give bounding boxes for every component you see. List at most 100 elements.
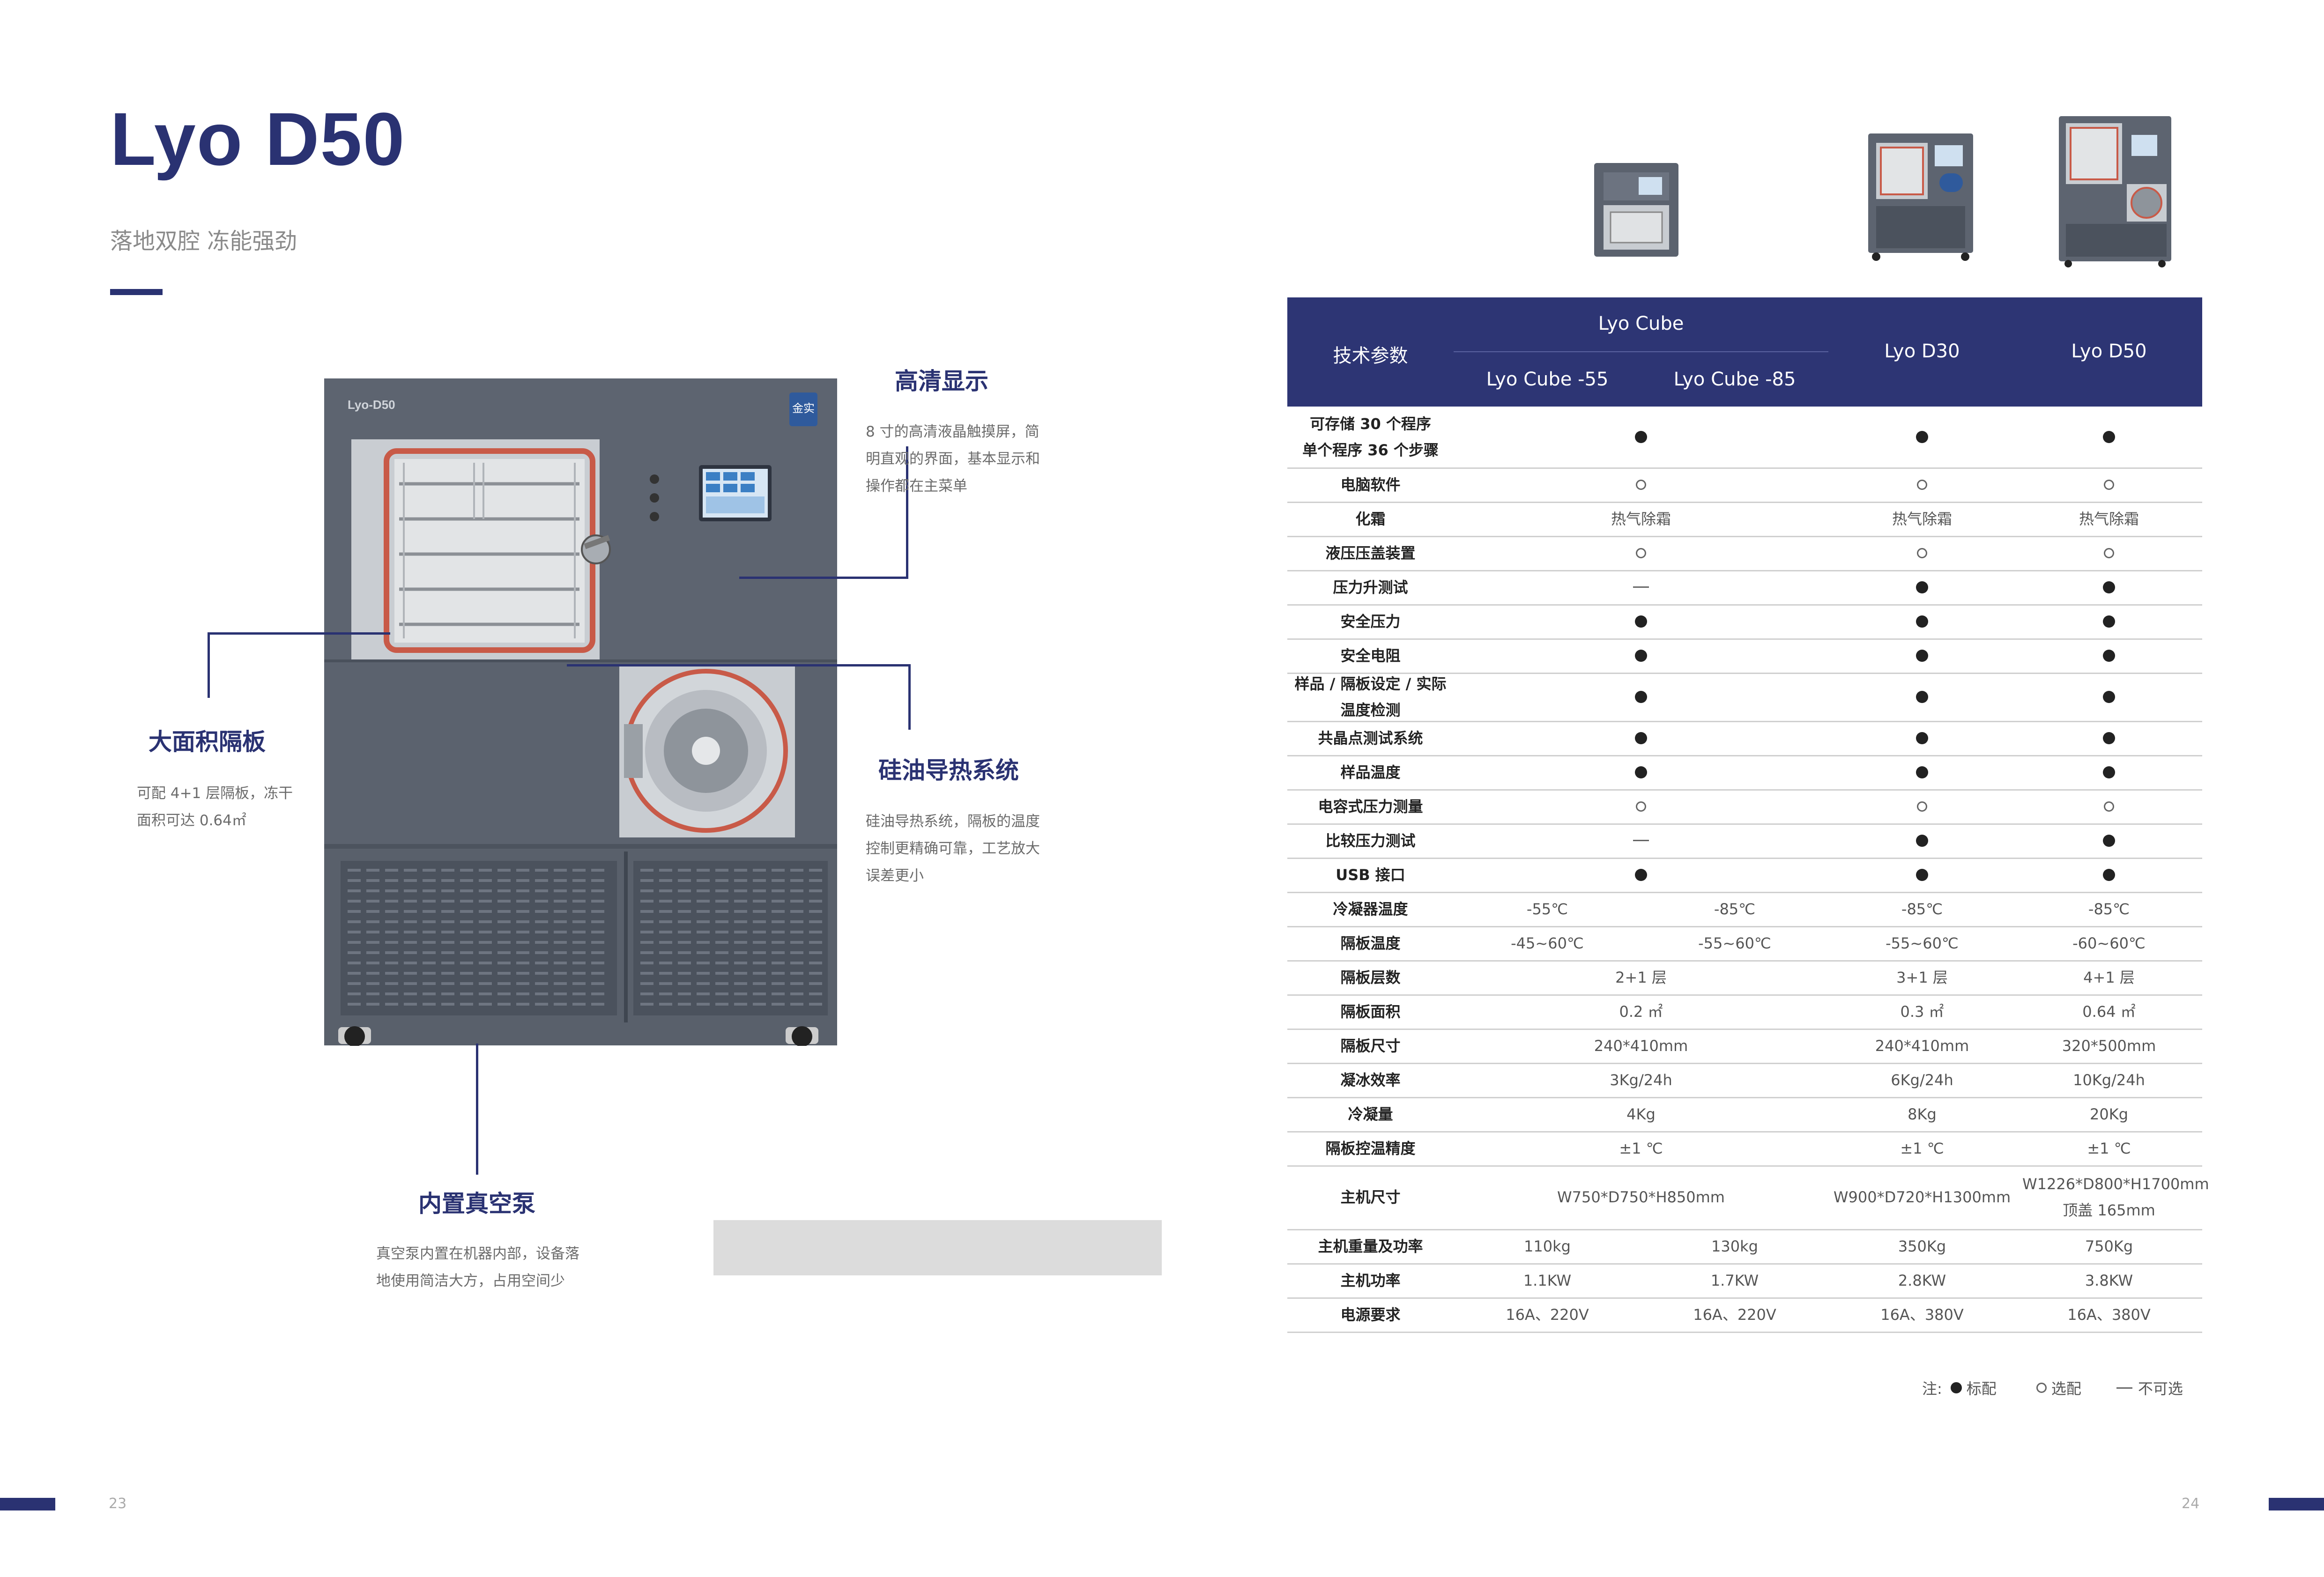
spec-row: 隔板控温精度±1 ℃±1 ℃±1 ℃ (1287, 1131, 2202, 1167)
spec-row: 安全压力 (1287, 604, 2202, 640)
spec-value-text: 16A、380V (1880, 1305, 1964, 1324)
spec-value-cube (1454, 823, 1828, 858)
spec-value-text: W1226*D800*H1700mm 顶盖 165mm (2022, 1175, 2209, 1219)
spec-row: 安全电阻 (1287, 638, 2202, 674)
standard-dot-icon (1635, 690, 1647, 703)
spec-value-d30 (1828, 467, 2016, 502)
standard-dot-icon (1916, 732, 1928, 744)
optional-circle-icon (1917, 801, 1927, 812)
spec-label-line: 冷凝量 (1348, 1105, 1393, 1123)
spec-label: USB 接口 (1287, 858, 1454, 892)
spec-row: 化霜热气除霜热气除霜热气除霜 (1287, 502, 2202, 537)
spec-value-c55: -55℃ (1454, 892, 1641, 926)
spec-label-line: 单个程序 36 个步骤 (1302, 441, 1439, 459)
spec-value-text: 16A、220V (1693, 1305, 1776, 1324)
optional-circle-icon (2104, 801, 2114, 812)
spec-value-d30: ±1 ℃ (1828, 1131, 2016, 1165)
title-underline (110, 289, 163, 295)
spec-value-text: -85℃ (1714, 900, 1756, 918)
spec-value-d50 (2016, 536, 2202, 570)
spec-label-line: 冷凝器温度 (1333, 900, 1408, 918)
spec-value-text: 6Kg/24h (1891, 1071, 1953, 1089)
spec-label: 可存储 30 个程序单个程序 36 个步骤 (1287, 407, 1454, 467)
spec-value-cube (1454, 536, 1828, 570)
spec-value-text: 2.8KW (1898, 1271, 1946, 1289)
spec-label: 比较压力测试 (1287, 823, 1454, 858)
spec-label-line: 主机重量及功率 (1318, 1237, 1423, 1255)
spec-label: 主机功率 (1287, 1263, 1454, 1297)
spec-value-cube: ±1 ℃ (1454, 1131, 1828, 1165)
header-lyo-d30: Lyo D30 (1884, 341, 1960, 362)
spec-value-text: -55~60℃ (1698, 934, 1771, 952)
spec-label-line: 隔板尺寸 (1340, 1037, 1401, 1055)
spec-value-c85: 130kg (1641, 1229, 1828, 1263)
standard-dot-icon (2103, 581, 2115, 593)
spec-value-d30 (1828, 673, 2016, 721)
spec-value-d50 (2016, 823, 2202, 858)
spec-value-d50: 3.8KW (2016, 1263, 2202, 1297)
callout-line-display-v (906, 446, 908, 579)
placeholder-bar (713, 1220, 1162, 1275)
optional-circle-icon (1636, 479, 1646, 490)
spec-value-c85: 1.7KW (1641, 1263, 1828, 1297)
spec-row: 样品温度 (1287, 755, 2202, 791)
spec-value-text: 130kg (1711, 1237, 1758, 1255)
spec-value-text: 0.64 ㎡ (2082, 1002, 2136, 1021)
spec-value-text: 3.8KW (2085, 1271, 2133, 1289)
spec-label-line: 电源要求 (1340, 1305, 1401, 1324)
spec-value-cube: 3Kg/24h (1454, 1063, 1828, 1097)
spec-row: 隔板面积 0.2 ㎡ 0.3 ㎡ 0.64 ㎡ (1287, 994, 2202, 1030)
spec-value-d30 (1828, 789, 2016, 823)
spec-value-text: -45~60℃ (1511, 934, 1584, 952)
spec-value-d30 (1828, 604, 2016, 638)
standard-dot-icon (1916, 868, 1928, 881)
spec-value-d30: 350Kg (1828, 1229, 2016, 1263)
spec-value-text: 0.2 ㎡ (1619, 1002, 1663, 1021)
standard-dot-icon (1916, 649, 1928, 662)
spec-label: 隔板温度 (1287, 926, 1454, 960)
standard-dot-icon (2103, 649, 2115, 662)
spec-value-text: 10Kg/24h (2073, 1071, 2145, 1089)
spec-value-c55: 1.1KW (1454, 1263, 1641, 1297)
spec-label-line: 压力升测试 (1333, 578, 1408, 596)
header-group-lyo-cube: Lyo Cube (1598, 313, 1684, 334)
spec-label-line: 隔板面积 (1340, 1002, 1401, 1021)
spec-label: 安全电阻 (1287, 638, 1454, 673)
legend-prefix: 注: (1922, 1380, 1942, 1398)
spec-value-d50 (2016, 407, 2202, 467)
spec-value-d50 (2016, 789, 2202, 823)
spec-value-text: 240*410mm (1875, 1037, 1969, 1055)
unavailable-dash-icon (2116, 1387, 2132, 1389)
spec-value-cube (1454, 673, 1828, 721)
spec-value-d30: 8Kg (1828, 1097, 2016, 1131)
spec-value-d30: W900*D720*H1300mm (1828, 1165, 2016, 1229)
spec-value-d50: 20Kg (2016, 1097, 2202, 1131)
spec-label: 液压压盖装置 (1287, 536, 1454, 570)
spec-label: 隔板层数 (1287, 960, 1454, 994)
spec-value-text: 3+1 层 (1896, 968, 1948, 986)
spec-label-line: USB 接口 (1336, 866, 1405, 884)
standard-dot-icon (1635, 868, 1647, 881)
spec-value-text: W750*D750*H850mm (1557, 1188, 1725, 1206)
spec-label: 安全压力 (1287, 604, 1454, 638)
spec-value-text: 热气除霜 (2079, 510, 2139, 528)
spec-value-text: 350Kg (1898, 1237, 1946, 1255)
spec-label-line: 温度检测 (1340, 701, 1401, 719)
spec-label: 主机重量及功率 (1287, 1229, 1454, 1263)
spec-row: 电脑软件 (1287, 467, 2202, 503)
spec-value-text: 0.3 ㎡ (1900, 1002, 1944, 1021)
standard-dot-icon (1916, 690, 1928, 703)
spec-label: 样品温度 (1287, 755, 1454, 789)
spec-label-line: 电容式压力测量 (1318, 797, 1423, 815)
standard-dot-icon (2103, 690, 2115, 703)
spec-value-d50: 热气除霜 (2016, 502, 2202, 536)
spec-label-line: 比较压力测试 (1325, 831, 1416, 850)
optional-circle-icon (1917, 548, 1927, 558)
feature-vacuum-title: 内置真空泵 (418, 1190, 535, 1217)
spec-value-cube (1454, 755, 1828, 789)
spec-value-d30 (1828, 755, 2016, 789)
spec-value-d50: W1226*D800*H1700mm 顶盖 165mm (2016, 1165, 2209, 1229)
